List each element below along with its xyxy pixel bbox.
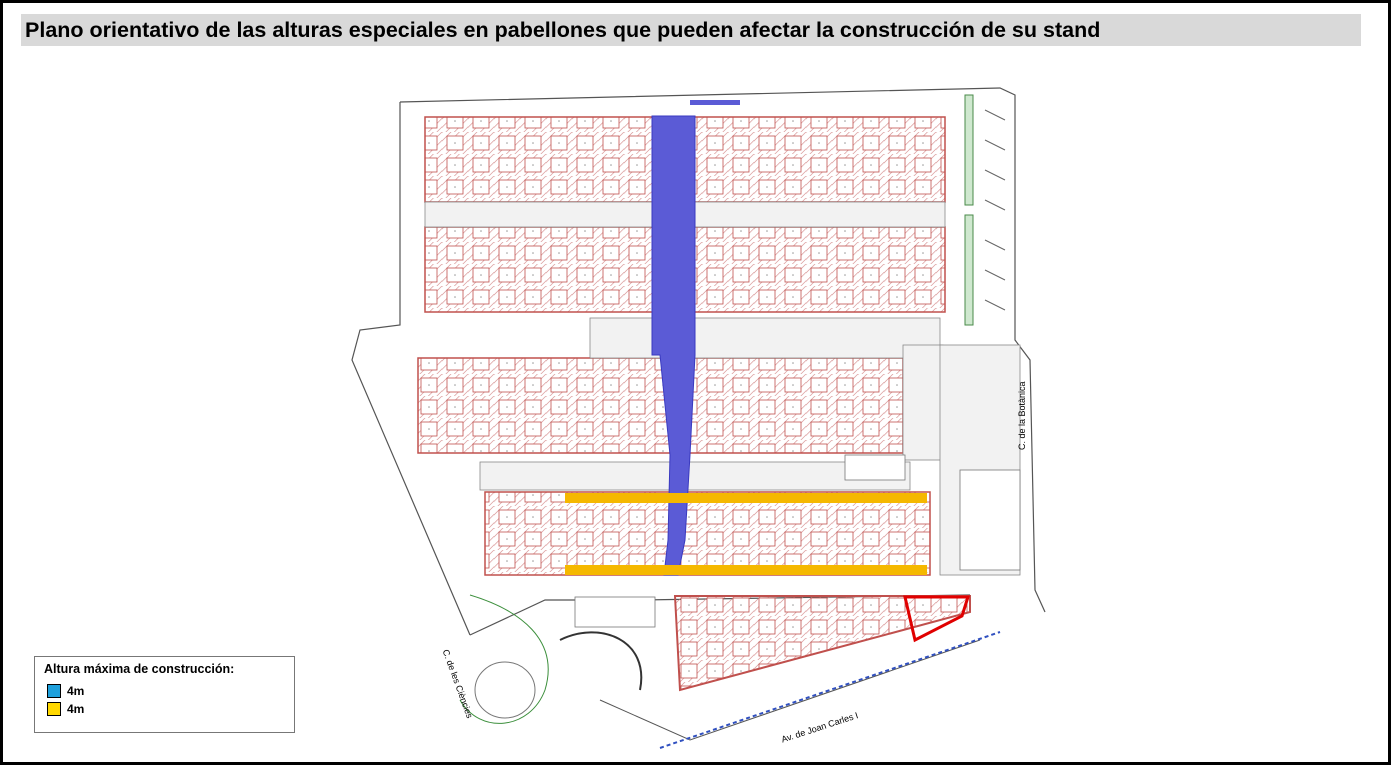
hall-5 [673, 595, 971, 692]
hall-4 [484, 491, 931, 576]
yellow-height-zone-bottom [565, 565, 927, 575]
corridors [424, 201, 1021, 576]
legend-label-yellow: 4m [67, 702, 85, 716]
page-title: Plano orientativo de las alturas especia… [21, 14, 1361, 46]
blue-height-zone-top [690, 100, 740, 105]
street-label-botanica: C. de la Botànica [1017, 381, 1027, 450]
garden-strip [964, 94, 974, 326]
hall-2-east [692, 226, 946, 313]
yellow-height-zone-top [565, 493, 927, 503]
avenue-boundary [659, 631, 1001, 749]
hall-3 [417, 357, 904, 454]
legend-swatch-yellow [47, 702, 61, 716]
legend-swatch-blue [47, 684, 61, 698]
legend-item-blue: 4m [47, 684, 84, 698]
parking-rows [984, 109, 1006, 311]
legend-item-yellow: 4m [47, 702, 84, 716]
hall-2-west [424, 226, 656, 313]
legend-title: Altura máxima de construcción: [44, 662, 235, 676]
hall-1-west [424, 116, 656, 203]
hall-1-east [692, 116, 946, 203]
red-height-zone [903, 595, 971, 643]
legend-label-blue: 4m [67, 684, 85, 698]
map-legend: Altura máxima de construcción: 4m 4m [34, 656, 295, 733]
garden-bottom-left [459, 594, 981, 741]
annex-buildings [574, 454, 1021, 628]
